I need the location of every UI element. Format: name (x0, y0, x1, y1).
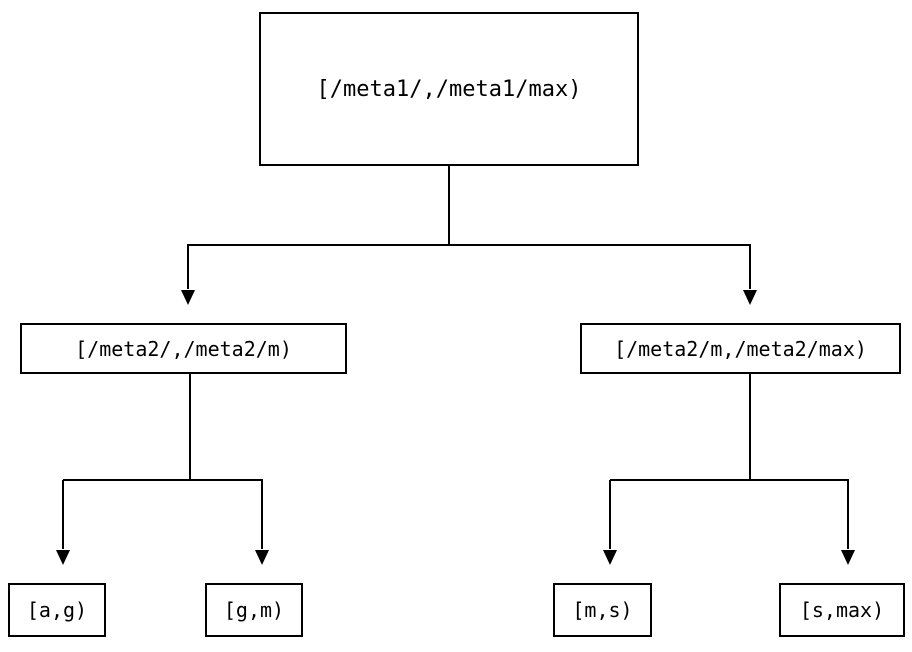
edge-mid-left-to-leaves (56, 374, 269, 565)
tree-node-leaf-3[interactable]: [m,s) (553, 583, 652, 637)
tree-node-root[interactable]: [/meta1/,/meta1/max) (259, 12, 639, 166)
edge-mid-right-to-leaves (603, 374, 855, 565)
arrowhead-to-mid-left (181, 290, 195, 305)
arrowhead-to-mid-right (743, 290, 757, 305)
tree-node-leaf-4[interactable]: [s,max) (779, 583, 905, 637)
tree-node-leaf-1[interactable]: [a,g) (8, 583, 106, 637)
arrowhead-to-leaf-3 (603, 550, 617, 565)
tree-node-mid-right[interactable]: [/meta2/m,/meta2/max) (580, 323, 901, 374)
arrowhead-to-leaf-4 (841, 550, 855, 565)
arrowhead-to-leaf-1 (56, 550, 70, 565)
arrowhead-to-leaf-2 (255, 550, 269, 565)
tree-node-leaf-2[interactable]: [g,m) (205, 583, 303, 637)
tree-node-mid-left[interactable]: [/meta2/,/meta2/m) (20, 323, 347, 374)
edge-root-to-level1 (181, 166, 757, 305)
